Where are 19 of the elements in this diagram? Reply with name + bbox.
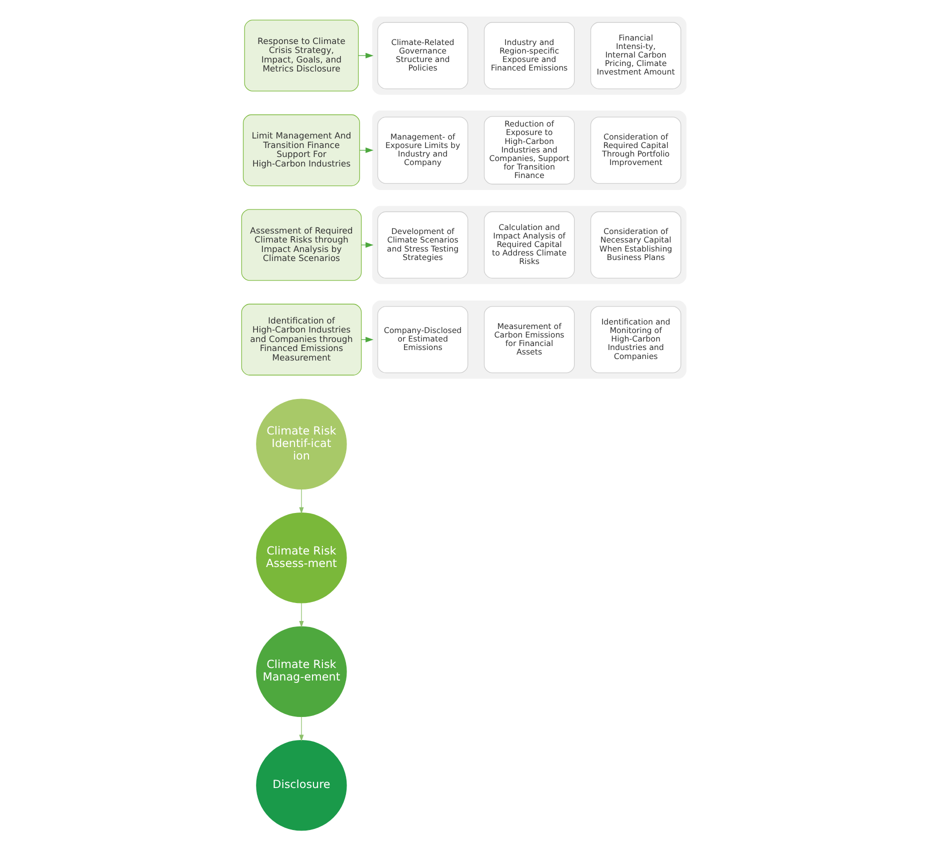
node-circle: Climate Risk Manag-ement <box>256 626 347 718</box>
cluster <box>372 16 686 95</box>
node-box: Identification of High-Carbon Industries and Companies through Financed Emissions Measurement <box>241 304 362 376</box>
node-circle: Climate Risk Identif-ication <box>256 398 347 490</box>
cluster <box>372 110 686 190</box>
node-box: Assessment of Required Climate Risks through Impact Analysis by Climate Scenarios <box>241 209 362 281</box>
node-circle: Disclosure <box>256 740 347 831</box>
arrow <box>361 242 374 248</box>
arrow <box>299 602 304 628</box>
arrow <box>361 336 374 342</box>
cluster <box>372 300 686 379</box>
node-box: Response to Climate Crisis Strategy, Impact, Goals, and Metrics Disclosure <box>244 20 359 92</box>
arrow <box>299 716 304 742</box>
node-circle: Climate Risk Assess-ment <box>256 512 347 604</box>
arrow <box>299 488 304 514</box>
arrow <box>359 148 374 154</box>
arrow <box>358 52 374 58</box>
node-box: Limit Management And Transition Finance Support For High-Carbon Industries <box>242 114 360 186</box>
cluster <box>372 206 686 284</box>
